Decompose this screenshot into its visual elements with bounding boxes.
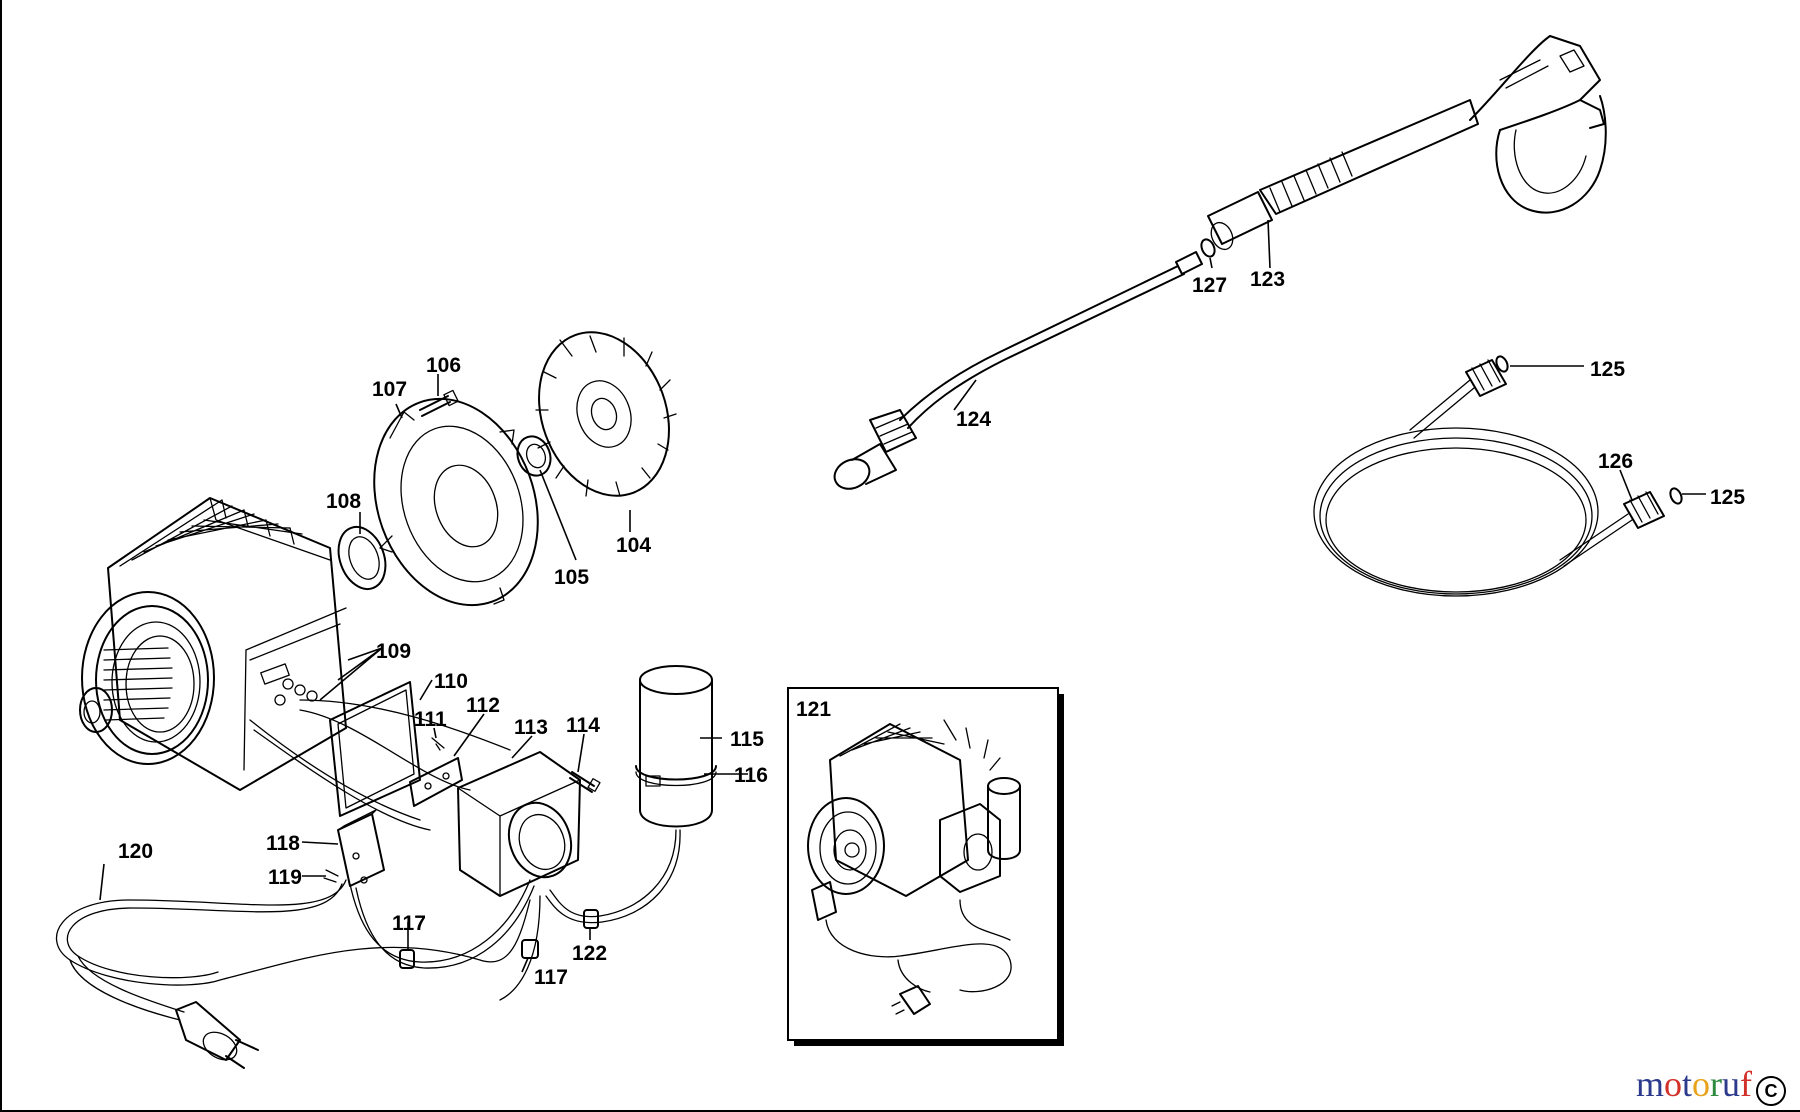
- plate-112: [409, 757, 463, 807]
- watermark-letter-o2: o: [1692, 1064, 1711, 1104]
- part-labels: 104 105 106 107 108 109 110 111 112 113 …: [118, 268, 1745, 989]
- label-111: 111: [414, 708, 447, 731]
- label-123: 123: [1250, 268, 1285, 291]
- bearing-108: [337, 526, 387, 590]
- label-104: 104: [616, 534, 651, 557]
- spray-gun-123: [1207, 35, 1607, 251]
- label-124: 124: [956, 408, 991, 431]
- label-119: 119: [268, 866, 302, 889]
- label-113: 113: [514, 716, 548, 739]
- label-112: 112: [466, 694, 500, 717]
- label-122: 122: [572, 942, 607, 965]
- motor-housing: [79, 497, 511, 831]
- pin-119: [323, 869, 339, 883]
- label-110: 110: [434, 670, 468, 693]
- watermark-logo: motoruf: [1636, 1064, 1752, 1104]
- watermark-letter-f: f: [1740, 1064, 1753, 1104]
- label-126: 126: [1598, 450, 1633, 473]
- o-ring-127: [1200, 238, 1216, 258]
- label-115: 115: [730, 728, 764, 751]
- label-118: 118: [266, 832, 300, 855]
- power-cord-120: [55, 879, 531, 1069]
- watermark-letter-t: t: [1682, 1064, 1693, 1104]
- label-106: 106: [426, 354, 461, 377]
- label-117-lower: 117: [534, 966, 568, 989]
- screw-106: [419, 389, 459, 417]
- label-125-upper: 125: [1590, 358, 1625, 381]
- label-114: 114: [566, 714, 600, 737]
- label-117-upper: 117: [392, 912, 426, 935]
- label-108: 108: [326, 490, 361, 513]
- end-shield-107: [373, 397, 539, 607]
- label-105: 105: [554, 566, 589, 589]
- corner-badge: C: [1756, 1076, 1786, 1106]
- screw-114: [569, 771, 601, 793]
- label-125-lower: 125: [1710, 486, 1745, 509]
- leader-lines: [99, 219, 1706, 973]
- clip-111: [431, 737, 445, 751]
- label-121: 121: [796, 698, 831, 721]
- capacitor-wire: [545, 829, 681, 929]
- inset-121: [787, 687, 1064, 1046]
- label-109: 109: [376, 640, 411, 663]
- seal-105: [516, 435, 552, 477]
- gasket-110: [329, 681, 421, 817]
- internal-wiring: [349, 879, 541, 1001]
- watermark-letter-u: u: [1722, 1064, 1741, 1104]
- lance-124: [833, 251, 1203, 490]
- label-107: 107: [372, 378, 407, 401]
- o-ring-125: [1495, 355, 1683, 505]
- capacitor-115: [639, 665, 713, 828]
- fan-104: [535, 331, 677, 497]
- micro-switch-118: [337, 809, 385, 887]
- switch-box-113: [457, 751, 581, 897]
- label-127: 127: [1192, 274, 1227, 297]
- label-116: 116: [734, 764, 768, 787]
- watermark-letter-m: m: [1636, 1064, 1665, 1104]
- watermark-letter-r: r: [1710, 1064, 1723, 1104]
- label-120: 120: [118, 840, 153, 863]
- watermark-letter-o: o: [1664, 1064, 1683, 1104]
- hose-126: [1313, 359, 1665, 597]
- clamp-116: [635, 765, 717, 787]
